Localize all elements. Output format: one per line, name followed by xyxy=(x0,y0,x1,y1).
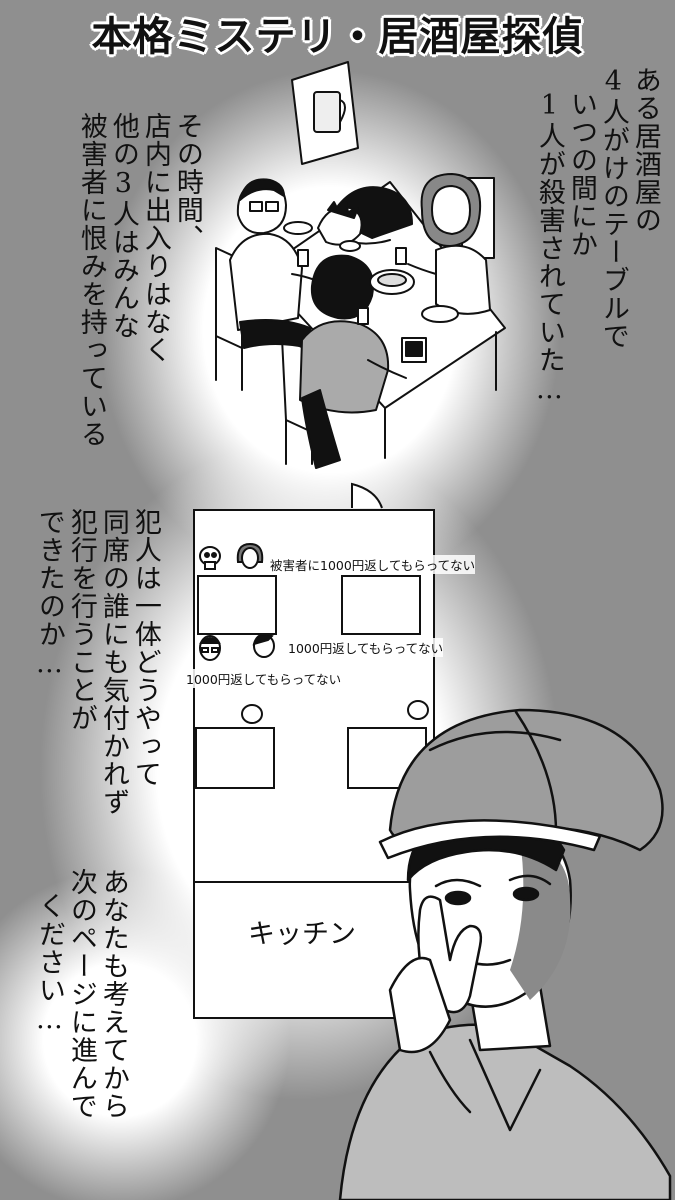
boy-head-icon xyxy=(252,633,275,658)
narration-prompt-line-3: ください… xyxy=(33,892,65,1036)
detective-jacket xyxy=(338,1023,672,1200)
narration-prompt-line-2: 次のページに進んで xyxy=(65,868,97,1120)
izakaya-scene-illustration xyxy=(215,61,506,469)
narration-question-line-3: 犯行を行うことが xyxy=(65,508,97,732)
floor-plan-kitchen-label: キッチン xyxy=(248,919,356,950)
narration-intro-line-4: 1人が殺害されていた… xyxy=(533,90,565,406)
floor-plan-label-boy: 1000円返してもらってない xyxy=(288,638,444,657)
floor-plan-label-glasses-man: 1000円返してもらってない xyxy=(186,669,342,688)
narration-context-line-3: 他の3人はみんな xyxy=(107,112,139,340)
table-crime-scene xyxy=(197,575,277,635)
narration-question-line-4: できたのか… xyxy=(33,508,65,680)
detective-illustration xyxy=(338,708,672,1200)
narration-question-line-2: 同席の誰にも気付かれず xyxy=(97,508,129,816)
narration-intro-line-1: ある居酒屋の xyxy=(629,66,661,234)
boy-figure xyxy=(299,254,407,469)
table-lower-left xyxy=(195,727,275,789)
narration-context-line-4: 被害者に恨みを持っている xyxy=(75,112,107,448)
narration-intro-line-3: いつの間にか xyxy=(565,90,597,258)
table-upper-right xyxy=(341,575,421,635)
page-title: 本格ミステリ・居酒屋探偵 xyxy=(91,14,584,60)
narration-intro-line-2: 4人がけのテーブルで xyxy=(597,66,629,350)
woman-head-icon xyxy=(236,542,264,569)
narration-context-line-1: その時間、 xyxy=(171,112,203,252)
izakaya-floor-plan xyxy=(193,482,435,1019)
victim-figure xyxy=(317,186,413,246)
narration-context-line-2: 店内に出入りはなく xyxy=(139,112,171,364)
floor-plan-label-woman: 被害者に1000円返してもらってない xyxy=(270,555,476,574)
door-icon xyxy=(351,482,383,509)
glasses-man-figure xyxy=(229,178,337,349)
glasses-man-head-icon xyxy=(199,635,221,661)
skull-icon xyxy=(199,546,221,570)
woman-figure xyxy=(407,173,491,315)
beer-poster-icon xyxy=(291,61,359,165)
narration-question-line-1: 犯人は一体どうやって xyxy=(129,508,161,788)
narration-prompt-line-1: あなたも考えてから xyxy=(97,868,129,1120)
